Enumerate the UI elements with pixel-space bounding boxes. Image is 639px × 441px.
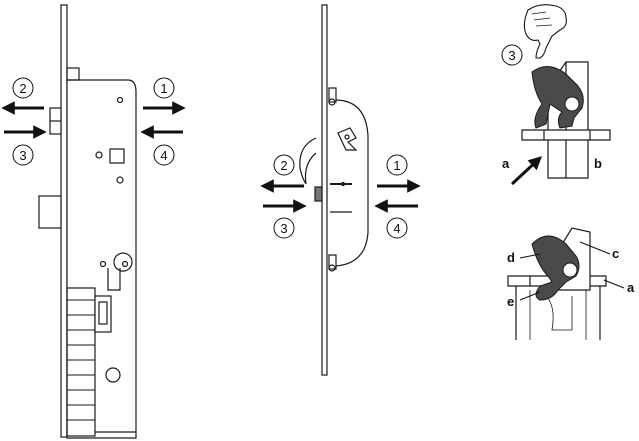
detail-bottom: d e c a bbox=[507, 227, 635, 340]
gearbox-housing bbox=[66, 287, 96, 437]
label-b: b bbox=[594, 156, 602, 171]
step-number: 1 bbox=[160, 81, 167, 96]
label-a: a bbox=[502, 156, 510, 171]
step-number: 3 bbox=[508, 48, 515, 63]
deadbolt bbox=[38, 195, 62, 229]
label-e: e bbox=[507, 294, 514, 309]
detail-top: 3 a b bbox=[501, 4, 611, 186]
label-a-bottom: a bbox=[627, 280, 635, 295]
step-circle bbox=[386, 217, 408, 239]
step-circle bbox=[12, 77, 34, 99]
faceplate bbox=[60, 4, 68, 438]
pivot-pin bbox=[562, 262, 578, 278]
keep-base bbox=[515, 286, 601, 340]
pivot-pin bbox=[564, 96, 580, 112]
hook-bolt-detail bbox=[531, 66, 584, 129]
connecting-rod bbox=[334, 99, 369, 267]
step-circle bbox=[153, 144, 175, 166]
roller-cam bbox=[314, 186, 323, 202]
left-step-labels: 2 3 1 4 bbox=[12, 77, 175, 166]
middle-arrows bbox=[260, 179, 421, 213]
multipoint-strip bbox=[299, 4, 369, 376]
step-number: 3 bbox=[280, 221, 287, 236]
step-number: 2 bbox=[280, 158, 287, 173]
step-number: 4 bbox=[160, 148, 167, 163]
hook-bolt-engaged bbox=[531, 235, 580, 301]
step-circle bbox=[273, 154, 295, 176]
spindle-hole bbox=[109, 148, 125, 164]
step-number: 2 bbox=[19, 81, 26, 96]
frame-plate bbox=[521, 129, 611, 141]
direction-arrow bbox=[510, 156, 542, 186]
strip-faceplate bbox=[321, 4, 328, 376]
label-d: d bbox=[507, 250, 515, 265]
step-number: 1 bbox=[393, 158, 400, 173]
step-circle bbox=[386, 154, 408, 176]
step-number: 3 bbox=[19, 148, 26, 163]
left-arrows bbox=[1, 101, 186, 139]
lock-case bbox=[66, 79, 137, 439]
step-circle bbox=[12, 144, 34, 166]
middle-step-labels: 2 3 1 4 bbox=[273, 154, 408, 239]
step-circle bbox=[501, 44, 523, 66]
step-circle bbox=[273, 217, 295, 239]
cylinder-keyhole bbox=[107, 252, 133, 291]
main-lock-body bbox=[38, 4, 137, 439]
screw-hole bbox=[105, 367, 121, 383]
label-c: c bbox=[612, 246, 619, 261]
hook-bolt bbox=[299, 137, 317, 185]
step-circle bbox=[153, 77, 175, 99]
step-number: 4 bbox=[393, 221, 400, 236]
hand-pointer-icon bbox=[523, 4, 567, 59]
